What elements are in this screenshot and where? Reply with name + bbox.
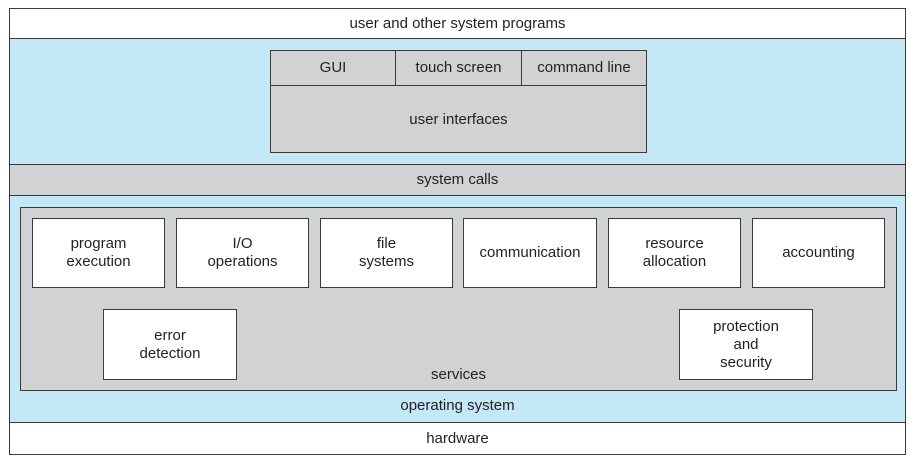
service-accounting: accounting: [752, 218, 885, 288]
service-communication-label: communication: [479, 244, 581, 261]
user-interfaces-label: user interfaces: [409, 110, 508, 128]
services-label: services: [430, 366, 486, 383]
service-resource-allocation-label: resource allocation: [642, 235, 707, 270]
service-file-systems-label: file systems: [358, 235, 414, 270]
service-protection-security-label: protection and security: [713, 317, 779, 371]
service-error-detection: error detection: [103, 309, 237, 380]
ui-command-line-label: command line: [537, 59, 631, 76]
ui-command-line: command line: [521, 50, 647, 86]
service-file-systems: file systems: [320, 218, 453, 288]
service-error-detection-label: error detection: [139, 326, 201, 362]
hardware-layer: hardware: [9, 422, 906, 455]
hardware-label: hardware: [426, 429, 489, 447]
user-programs-layer: user and other system programs: [9, 8, 906, 39]
service-program-execution: program execution: [32, 218, 165, 288]
service-io-operations: I/O operations: [176, 218, 309, 288]
ui-touch-screen: touch screen: [395, 50, 522, 86]
service-io-operations-label: I/O operations: [207, 235, 278, 270]
service-protection-security: protection and security: [679, 309, 813, 380]
user-interfaces-title: user interfaces: [270, 86, 647, 153]
operating-system-title: operating system: [9, 394, 906, 418]
system-calls-label: system calls: [416, 171, 499, 188]
ui-gui: GUI: [270, 50, 396, 86]
service-program-execution-label: program execution: [66, 235, 131, 270]
ui-gui-label: GUI: [319, 59, 347, 76]
services-title: services: [20, 364, 897, 386]
service-accounting-label: accounting: [782, 244, 855, 261]
service-resource-allocation: resource allocation: [608, 218, 741, 288]
user-programs-label: user and other system programs: [349, 14, 566, 32]
operating-system-label: operating system: [400, 397, 515, 414]
system-calls-layer: system calls: [9, 164, 906, 196]
service-communication: communication: [463, 218, 597, 288]
ui-touch-screen-label: touch screen: [415, 59, 502, 76]
